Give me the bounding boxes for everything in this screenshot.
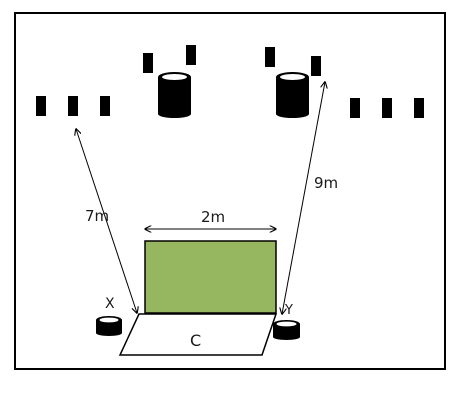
post-right-1 bbox=[350, 98, 360, 118]
label-x: X bbox=[105, 296, 115, 312]
barrel-x bbox=[96, 316, 122, 336]
label-y: Y bbox=[284, 303, 293, 318]
post-left-1 bbox=[36, 96, 46, 116]
post-right-3 bbox=[414, 98, 424, 118]
post-top-left-a bbox=[143, 53, 153, 73]
dimension-line-right bbox=[282, 82, 325, 314]
label-2m: 2m bbox=[201, 208, 225, 226]
post-top-right-a bbox=[265, 47, 275, 67]
barrel-y bbox=[273, 320, 300, 340]
post-top-right-b bbox=[311, 56, 321, 76]
label-7m: 7m bbox=[85, 207, 109, 225]
post-right-2 bbox=[382, 98, 392, 118]
post-top-left-b bbox=[186, 45, 196, 65]
post-left-3 bbox=[100, 96, 110, 116]
green-field bbox=[144, 240, 277, 314]
barrel-top-left bbox=[158, 72, 191, 118]
dimension-line-left bbox=[76, 129, 137, 313]
area-c bbox=[118, 313, 278, 356]
barrel-top-right bbox=[276, 72, 309, 118]
label-9m: 9m bbox=[314, 174, 338, 192]
post-left-2 bbox=[68, 96, 78, 116]
label-c: C bbox=[190, 331, 201, 350]
